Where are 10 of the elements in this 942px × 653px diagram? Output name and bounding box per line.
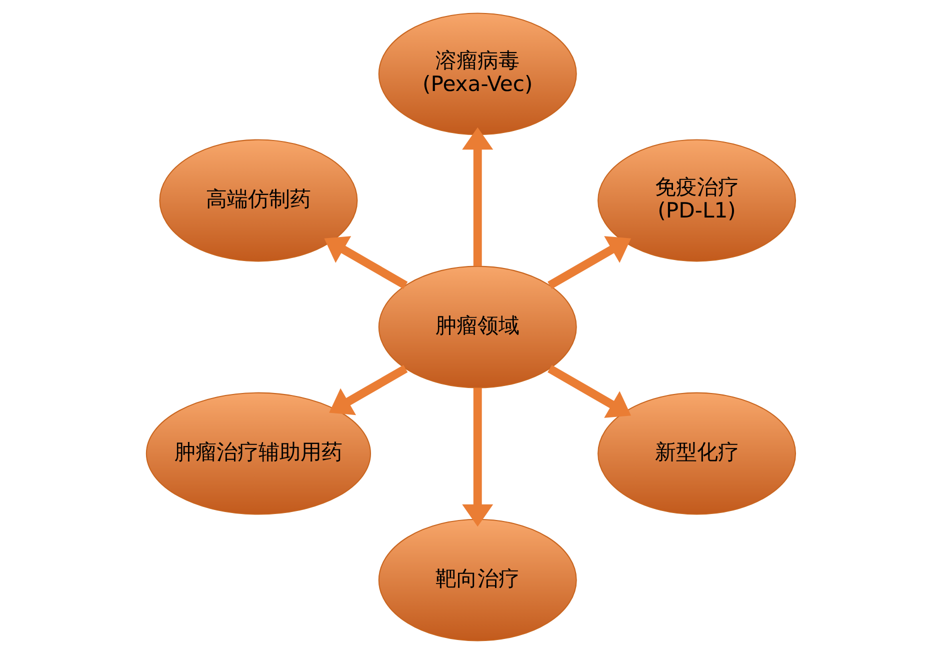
arrow (548, 364, 632, 418)
arrow (462, 387, 494, 526)
node-ellipse: 肿瘤领域 (378, 265, 577, 388)
arrow (324, 236, 408, 289)
node-ellipse: 靶向治疗 (378, 518, 577, 641)
arrow (462, 126, 494, 266)
node-ellipse: 肿瘤治疗辅助用药 (146, 392, 372, 514)
arrow (548, 236, 632, 289)
node-ellipse: 溶瘤病毒 (Pexa-Vec) (378, 12, 577, 135)
arrow (329, 364, 408, 415)
